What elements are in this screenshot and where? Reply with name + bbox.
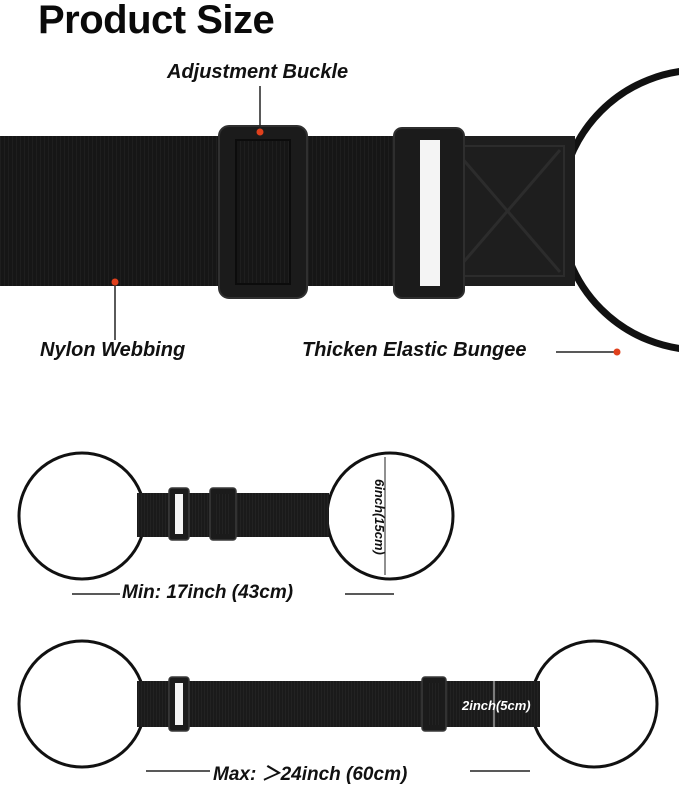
- elastic-bungee-loop: [556, 68, 679, 352]
- loop-diameter-label: 6inch(15cm): [372, 479, 387, 555]
- strap-width-label: 2inch(5cm): [461, 698, 531, 713]
- page-title: Product Size: [38, 0, 275, 42]
- max-length-label: Max: ＞24inch (60cm): [213, 764, 408, 785]
- nylon-webbing-label: Nylon Webbing: [40, 339, 186, 361]
- ladder-lock: [393, 127, 465, 299]
- adjustment-buckle-label: Adjustment Buckle: [167, 61, 349, 83]
- adjustment-buckle: [218, 125, 308, 299]
- max-configuration: [17, 639, 659, 772]
- min-length-label: Min: 17inch (43cm): [122, 582, 294, 603]
- min-configuration: [17, 451, 455, 595]
- webbing-marker-dot: [111, 278, 119, 286]
- bungee-marker-dot: [613, 348, 621, 356]
- buckle-marker-dot: [256, 128, 264, 136]
- elastic-bungee-label: Thicken Elastic Bungee: [302, 339, 527, 361]
